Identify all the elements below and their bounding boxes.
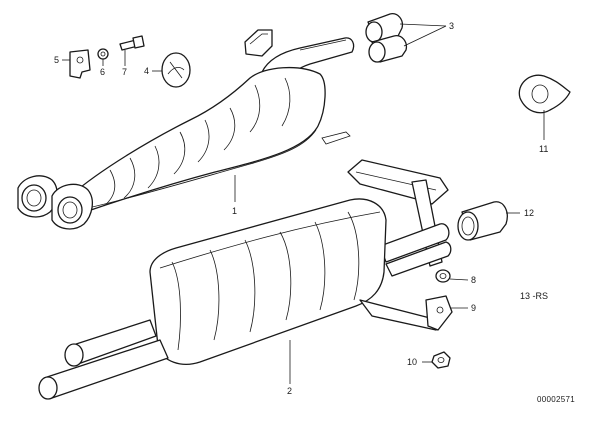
- bracket-part-5: [62, 49, 91, 79]
- bolt-part-7: [119, 35, 145, 66]
- callout-2: 2: [287, 386, 292, 396]
- callout-8: 8: [471, 275, 476, 285]
- clamp-part-3: [365, 13, 447, 63]
- callout-10: 10: [407, 357, 417, 367]
- callout-4: 4: [144, 66, 149, 76]
- callout-13: 13 -RS: [520, 291, 548, 301]
- document-id: 00002571: [537, 395, 575, 404]
- callout-7: 7: [122, 67, 127, 77]
- callout-1: 1: [232, 206, 237, 216]
- hanger-ring-part-11: [518, 74, 571, 140]
- callout-5: 5: [54, 55, 59, 65]
- front-silencer-part-1: [17, 29, 355, 230]
- nut-part-10: [422, 351, 451, 369]
- callout-6: 6: [100, 67, 105, 77]
- callout-3: 3: [449, 21, 454, 31]
- callout-9: 9: [471, 303, 476, 313]
- washer-part-6: [97, 48, 109, 66]
- rubber-bushing-part-8: [435, 269, 469, 283]
- mounting-bracket-part-9: [425, 295, 468, 331]
- callout-11: 11: [539, 144, 548, 154]
- callout-12: 12: [524, 208, 534, 218]
- tailpipe-trim-part-12: [457, 201, 520, 241]
- rubber-mount-part-4: [152, 52, 191, 88]
- rear-silencer-part-2: [38, 159, 452, 400]
